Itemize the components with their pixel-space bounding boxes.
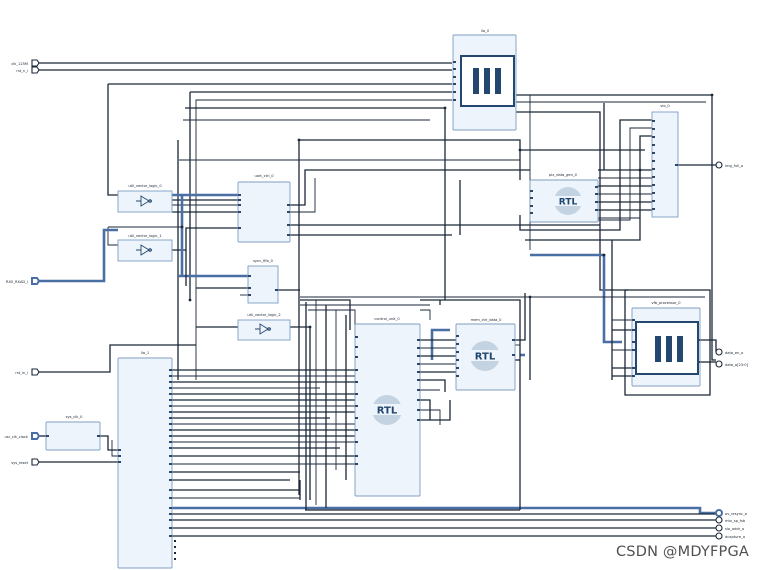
watermark-text: CSDN @MDYFPGA: [615, 544, 749, 560]
input-port-rxad[interactable]: [31, 277, 41, 285]
sys-clock-title: sys_clk_0: [66, 415, 84, 419]
vio-block[interactable]: vio_0: [651, 104, 679, 218]
port-label-ov-resync: ov_resync_o: [725, 512, 747, 516]
mem-ctrl-title: mem_ctrl_data_0: [471, 318, 503, 322]
rtl-label: RTL: [377, 406, 398, 417]
uart-ctrl-title: uart_ctrl_0: [254, 174, 274, 178]
output-port-sio-addr[interactable]: [715, 524, 723, 532]
sync-fifo-block[interactable]: sync_fifo_0: [247, 259, 279, 304]
output-port-mtx-sp[interactable]: [715, 516, 723, 524]
output-port-img-full[interactable]: [715, 161, 723, 169]
output-port-data[interactable]: [715, 360, 723, 368]
port-label-rst-in: rst_in_i: [15, 371, 28, 375]
ila-block[interactable]: ila_0: [452, 29, 517, 131]
util-logic-3-title: util_vector_logic_2: [247, 313, 280, 317]
vfb-processor-block[interactable]: vfb_processor_0: [631, 301, 701, 387]
sync-fifo-title: sync_fifo_0: [253, 259, 274, 263]
rtl-label: RTL: [559, 198, 578, 208]
util-logic-2-title: util_vector_logic_1: [128, 234, 161, 238]
port-label-mtx-sp: mtx_sp_fsb: [725, 519, 746, 523]
sys-clock-block[interactable]: sys_clk_0: [45, 415, 101, 451]
input-port-sys-reset[interactable]: [31, 458, 40, 466]
vio-title: vio_0: [660, 104, 670, 108]
junction-dots: [180, 93, 714, 329]
port-label-data-en: data_en_o: [725, 351, 743, 355]
output-port-dcapture[interactable]: [715, 532, 723, 540]
output-port-ov-resync[interactable]: [715, 509, 723, 517]
port-label-rst: rst_n_i: [16, 69, 28, 73]
port-label-data: data_o[23:0]: [725, 363, 749, 367]
ila-title: ila_0: [481, 29, 490, 33]
input-port-rst[interactable]: [31, 66, 40, 74]
port-label-img-full: img_full_o: [725, 164, 743, 168]
port-label-clk: clk_125M: [11, 62, 28, 66]
wire-layer: [38, 62, 717, 537]
vfb-processor-title: vfb_processor_0: [651, 301, 681, 305]
ila2-title: ila_1: [141, 351, 149, 355]
input-port-clk[interactable]: [31, 59, 40, 67]
util-logic-2-block[interactable]: util_vector_logic_1: [117, 234, 173, 262]
util-logic-1-title: util_vector_logic_0: [128, 184, 162, 188]
port-label-sys-reset: sys_reset: [11, 461, 28, 465]
pixel-gen-title: pix_data_gen_0: [549, 173, 578, 177]
pixel-gen-block[interactable]: pix_data_gen_0 RTL: [529, 173, 599, 223]
port-label-dcapture: dcapture_o: [725, 535, 745, 539]
input-port-rst-in[interactable]: [31, 368, 40, 376]
right-ports: img_full_o data_en_o data_o[23:0] ov_res…: [715, 161, 749, 540]
util-logic-1-block[interactable]: util_vector_logic_0: [117, 184, 173, 213]
port-label-rxad: RX0_RXAD_i: [6, 280, 28, 284]
port-label-sio-addr: sio_addr_o: [725, 527, 744, 531]
left-ports: clk_125M rst_n_i RX0_RXAD_i rst_in_i usr…: [4, 59, 41, 466]
ila2-block[interactable]: ila_1: [117, 351, 176, 569]
port-label-usr-clk: usr_clk_clock: [4, 435, 28, 439]
input-port-usr-clk[interactable]: [31, 432, 41, 440]
control-unit-block[interactable]: control_unit_0 RTL: [354, 317, 421, 497]
rtl-label: RTL: [475, 352, 496, 363]
output-port-data-en[interactable]: [715, 348, 723, 356]
control-unit-title: control_unit_0: [374, 317, 400, 321]
uart-ctrl-block[interactable]: uart_ctrl_0: [237, 174, 291, 243]
mem-ctrl-block[interactable]: mem_ctrl_data_0 RTL: [455, 318, 516, 391]
util-logic-3-block[interactable]: util_vector_logic_2: [237, 313, 291, 341]
